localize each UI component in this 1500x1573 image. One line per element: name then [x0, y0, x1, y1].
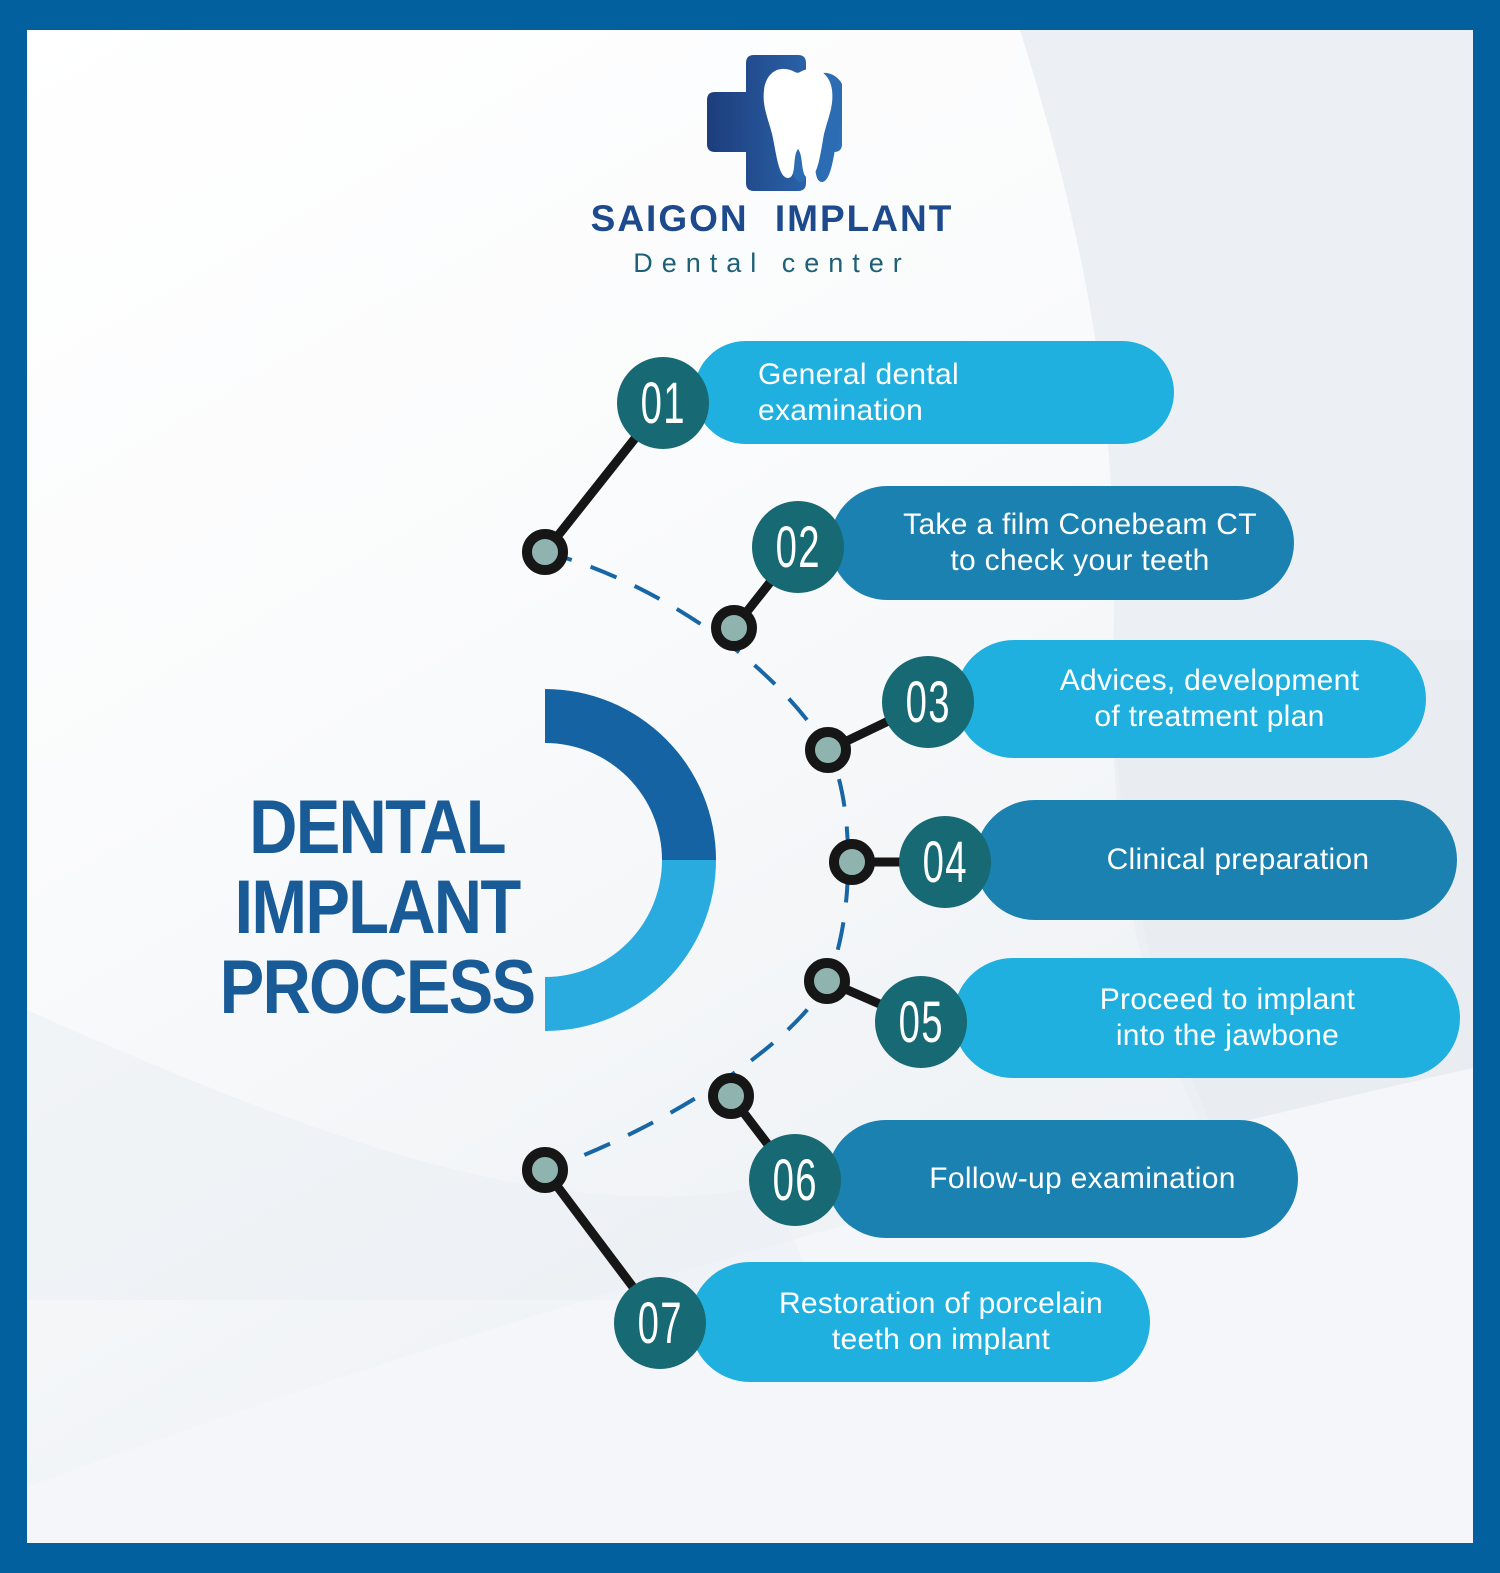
step-pill-5: Proceed to implant into the jawbone [953, 958, 1460, 1078]
brand-tagline: Dental center [633, 248, 911, 278]
page-title: DENTAL IMPLANT PROCESS [100, 788, 654, 1028]
step-pill-1: General dental examination [694, 341, 1174, 444]
step-number-badge-3: 03 [882, 656, 974, 748]
step-pill-2: Take a film Conebeam CT to check your te… [830, 486, 1294, 600]
half-donut-icon [545, 689, 716, 1031]
step-number-badge-4: 04 [899, 816, 991, 908]
brand-name: SAIGON IMPLANT [590, 198, 954, 239]
step-number-badge-5: 05 [875, 976, 967, 1068]
step-pill-6: Follow-up examination [827, 1120, 1298, 1238]
step-number-badge-6: 06 [749, 1134, 841, 1226]
step-pill-3: Advices, development of treatment plan [955, 640, 1426, 758]
step-pill-4: Clinical preparation [975, 800, 1457, 920]
step-number-badge-1: 01 [617, 357, 709, 449]
step-number-badge-2: 02 [752, 501, 844, 593]
node-dots [522, 529, 875, 1193]
clinic-logo: SAIGON IMPLANT Dental center [522, 52, 1022, 279]
tooth-cross-logo-icon [707, 55, 842, 191]
page-title-line2: PROCESS [219, 945, 536, 1030]
page-title-line1: DENTAL IMPLANT [234, 785, 522, 950]
step-number-badge-7: 07 [614, 1277, 706, 1369]
step-pill-7: Restoration of porcelain teeth on implan… [690, 1262, 1150, 1382]
